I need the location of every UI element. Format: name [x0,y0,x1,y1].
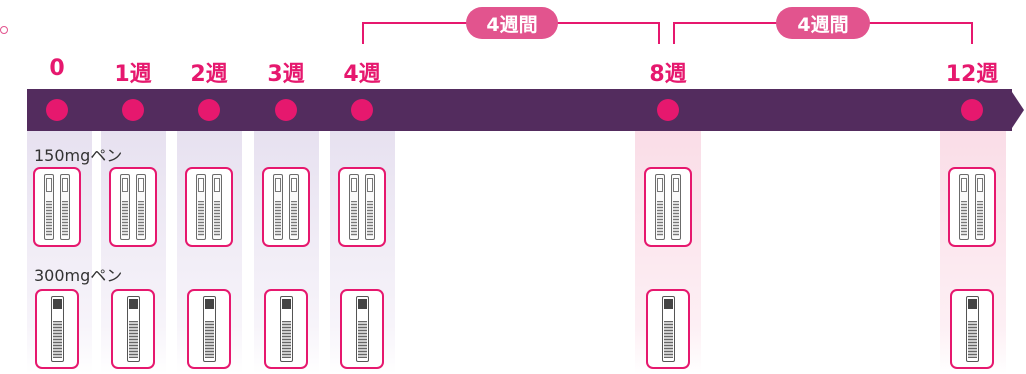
week-label-4: 4週 [343,62,381,87]
pen-150mg-icon [365,174,375,240]
pen-card-300mg [35,289,79,369]
dose-dot [275,99,297,121]
pen-card-150mg [948,167,996,247]
pen-150mg-icon [273,174,283,240]
week-label-3: 3週 [267,62,305,87]
pen-150mg-icon [44,174,54,240]
pen-150mg-icon [120,174,130,240]
pen-300mg-icon [965,296,979,362]
pen-card-150mg [33,167,81,247]
week-label-0: 0 [49,56,65,81]
pen-card-300mg [111,289,155,369]
week-label-1: 1週 [114,62,152,87]
pen-150mg-icon [975,174,985,240]
interval-badge-1: 4週間 [466,7,558,39]
week-label-12: 12週 [945,62,999,87]
interval-badge-2: 4週間 [776,7,870,39]
pen-card-150mg [644,167,692,247]
pen-label-150mg: 150mgペン [34,146,123,165]
pen-150mg-icon [289,174,299,240]
pen-300mg-icon [126,296,140,362]
dose-dot [122,99,144,121]
pen-card-300mg [950,289,994,369]
pen-card-150mg [185,167,233,247]
pen-150mg-icon [671,174,681,240]
pen-card-150mg [338,167,386,247]
week-label-8: 8週 [649,62,687,87]
dose-dot [46,99,68,121]
dose-dot [961,99,983,121]
pen-150mg-icon [136,174,146,240]
pen-300mg-icon [50,296,64,362]
pen-150mg-icon [349,174,359,240]
pen-300mg-icon [202,296,216,362]
pen-300mg-icon [279,296,293,362]
pen-card-150mg [109,167,157,247]
pen-150mg-icon [959,174,969,240]
pen-label-300mg: 300mgペン [34,266,123,285]
pen-card-150mg [262,167,310,247]
pen-card-300mg [187,289,231,369]
week-label-2: 2週 [190,62,228,87]
pen-card-300mg [646,289,690,369]
pen-card-300mg [264,289,308,369]
timeline-bar [27,89,1012,131]
pen-300mg-icon [355,296,369,362]
pen-300mg-icon [661,296,675,362]
pen-150mg-icon [655,174,665,240]
corner-mark-icon [0,26,8,34]
timeline-arrow-icon [1010,89,1024,131]
dose-dot [351,99,373,121]
dose-dot [198,99,220,121]
pen-150mg-icon [196,174,206,240]
pen-150mg-icon [60,174,70,240]
pen-card-300mg [340,289,384,369]
dose-dot [657,99,679,121]
pen-150mg-icon [212,174,222,240]
